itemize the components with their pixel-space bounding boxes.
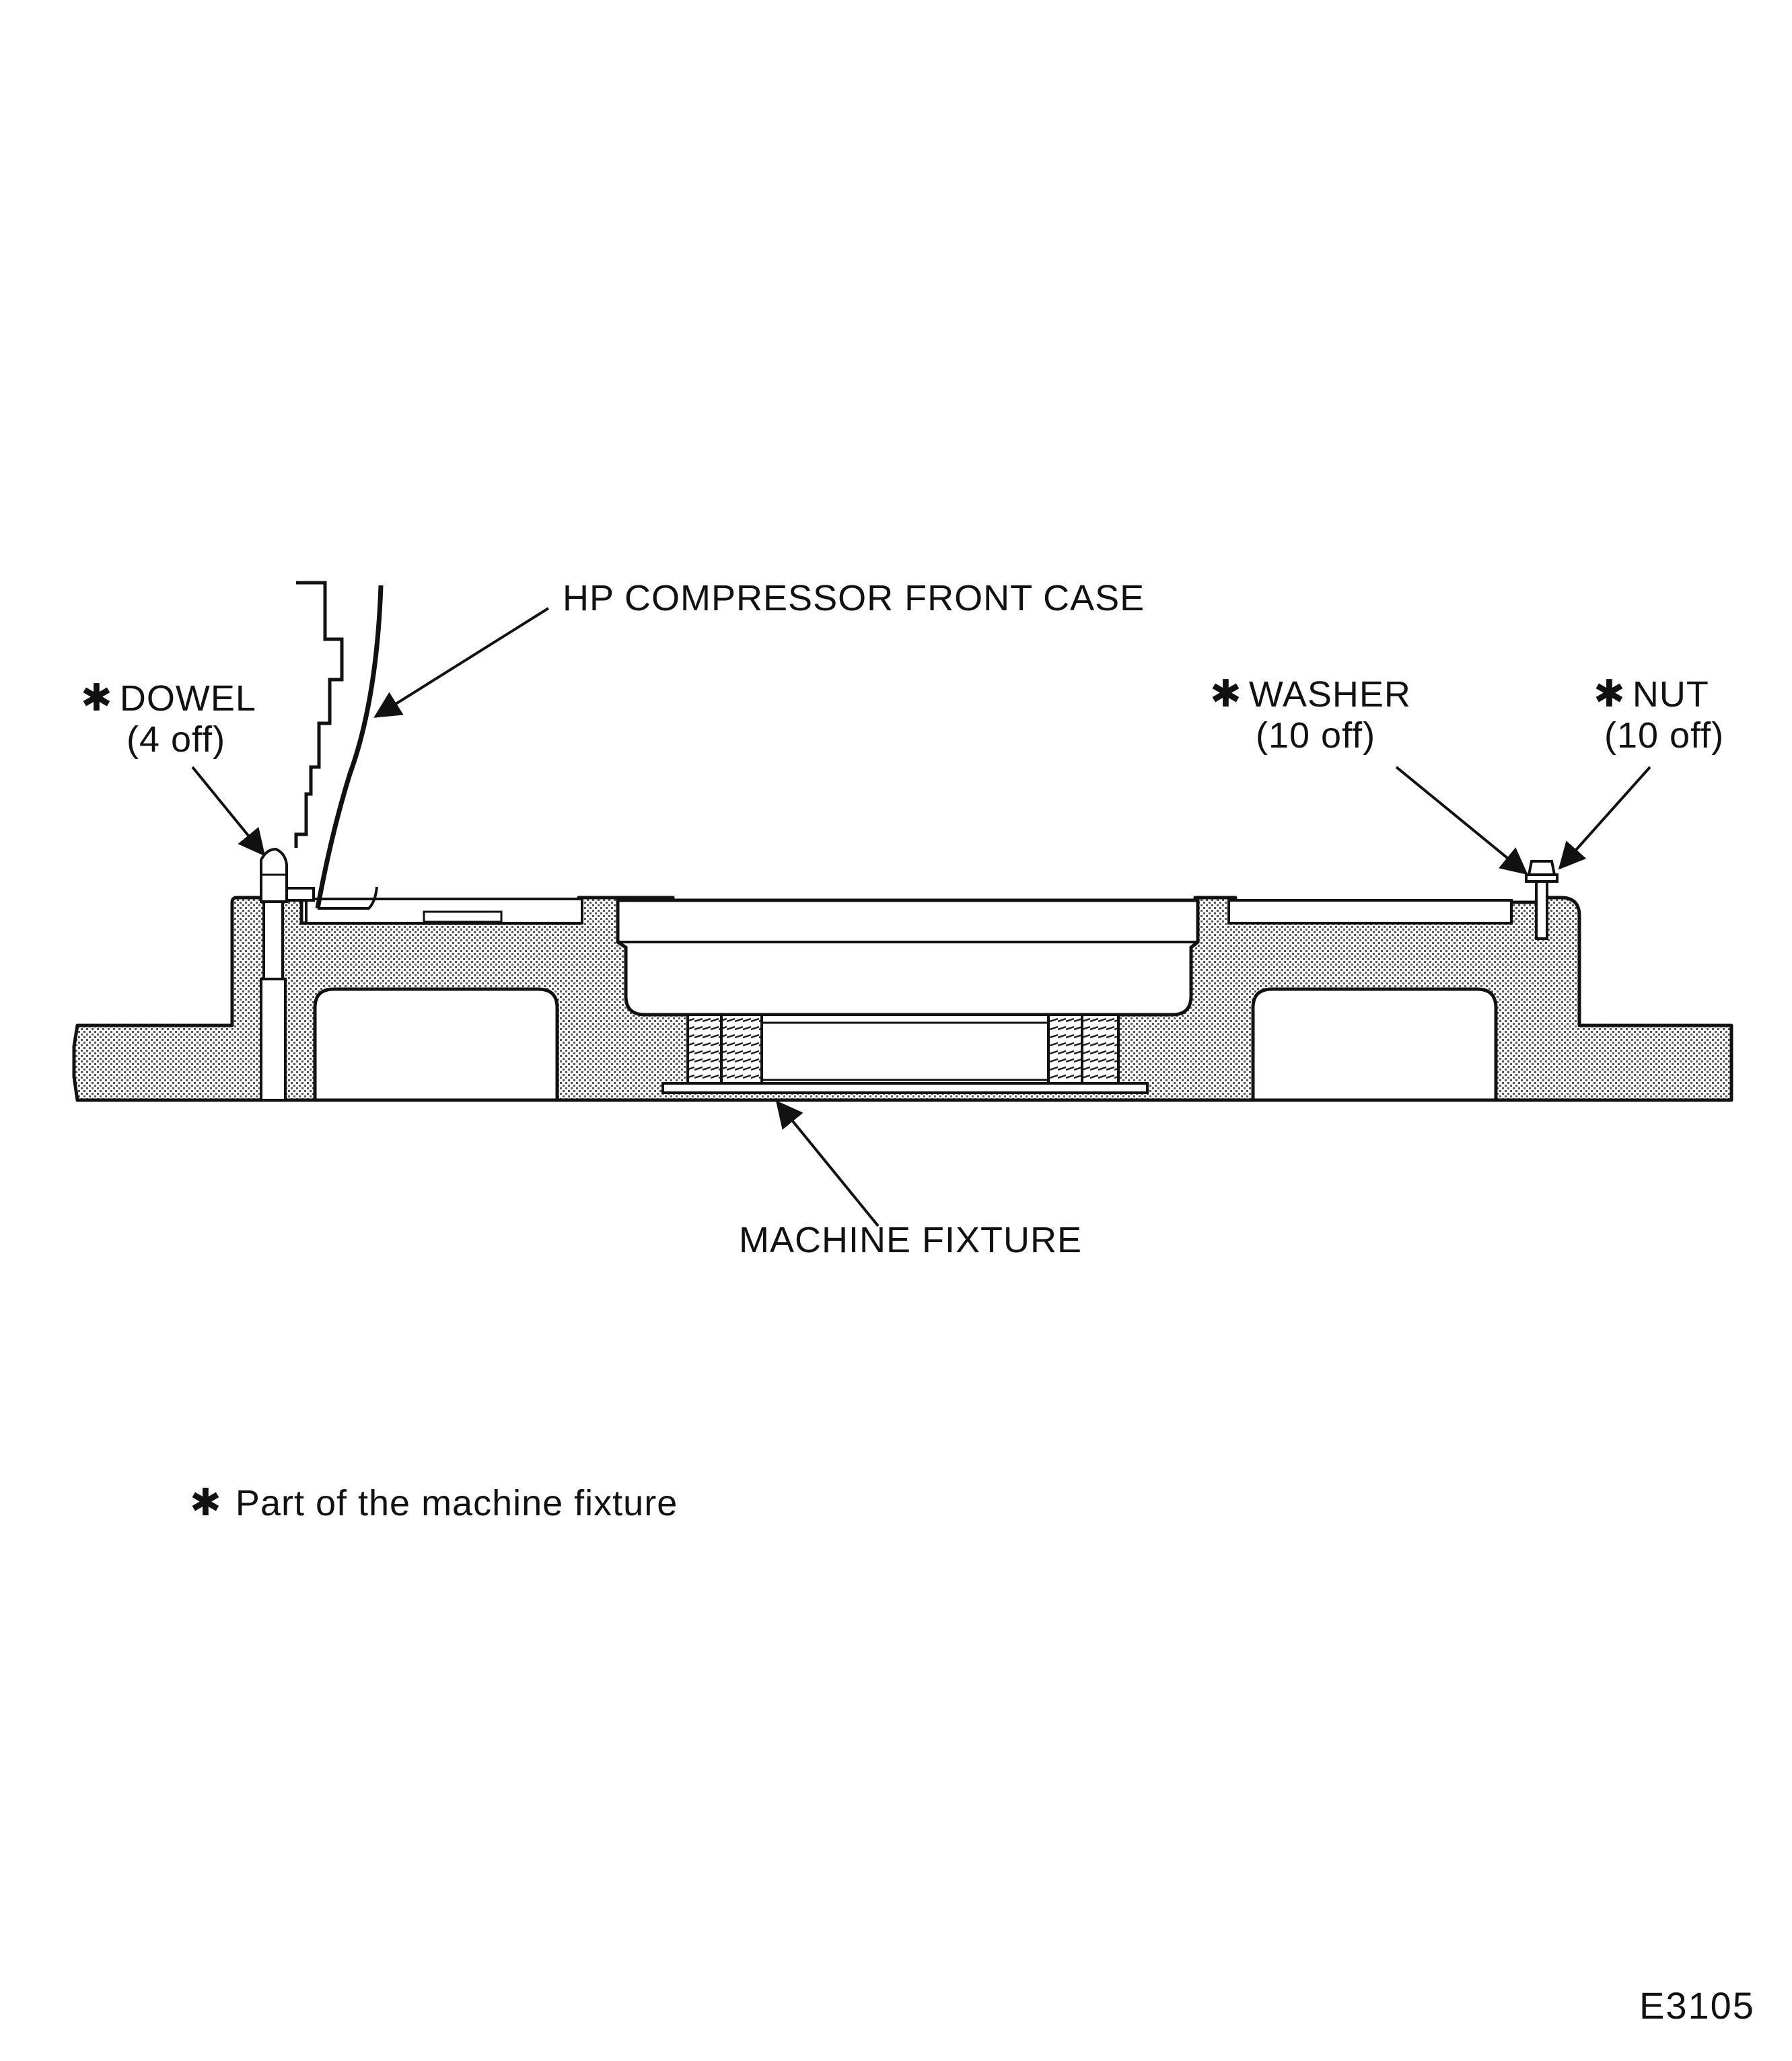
nut-qty-label: (10 off) — [1604, 715, 1725, 756]
washer-label: ✱WASHER — [1210, 676, 1411, 713]
dowel-lug — [285, 887, 315, 902]
hp-case-wall — [315, 585, 384, 909]
left-thread — [686, 1013, 723, 1091]
asterisk-icon: ✱ — [190, 1481, 222, 1525]
nut-leader — [1558, 766, 1651, 870]
washer-name: WASHER — [1248, 674, 1411, 715]
left-top-recess-groove — [423, 910, 503, 923]
dowel-bore — [260, 978, 287, 1101]
right-thread-inner — [1047, 1013, 1083, 1091]
asterisk-icon: ✱ — [81, 676, 113, 720]
dowel-qty-label: (4 off) — [127, 719, 226, 760]
asterisk-icon: ✱ — [1210, 672, 1242, 716]
dowel-leader — [191, 766, 266, 857]
nut-name: NUT — [1632, 674, 1709, 715]
nut — [1527, 860, 1556, 876]
machine-fixture-label: MACHINE FIXTURE — [739, 1220, 1083, 1260]
right-thread — [1081, 1013, 1120, 1091]
dowel-shank — [262, 900, 284, 980]
left-thread-inner — [720, 1013, 763, 1091]
washer-qty-label: (10 off) — [1256, 715, 1376, 756]
footnote: ✱ Part of the machine fixture — [190, 1484, 678, 1522]
base-plate — [661, 1082, 1149, 1094]
hp-case-label: HP COMPRESSOR FRONT CASE — [563, 578, 1145, 618]
hp-case-outline — [294, 581, 344, 848]
nut-label: ✱NUT — [1593, 676, 1709, 713]
right-top-recess — [1227, 899, 1513, 925]
dowel-name: DOWEL — [119, 678, 256, 719]
hp-case-leader — [373, 607, 550, 718]
fixture-leader — [775, 1100, 880, 1227]
figure-reference: E3105 — [1639, 1984, 1755, 2027]
left-cavity — [313, 987, 559, 1102]
right-cavity — [1251, 987, 1498, 1102]
dowel-label: ✱DOWEL — [81, 680, 256, 717]
hp-case-flange — [318, 886, 378, 910]
washer-leader — [1395, 766, 1528, 875]
asterisk-icon: ✱ — [1593, 672, 1626, 716]
footnote-text: Part of the machine fixture — [235, 1483, 678, 1523]
central-bore-upper — [616, 898, 1200, 1017]
